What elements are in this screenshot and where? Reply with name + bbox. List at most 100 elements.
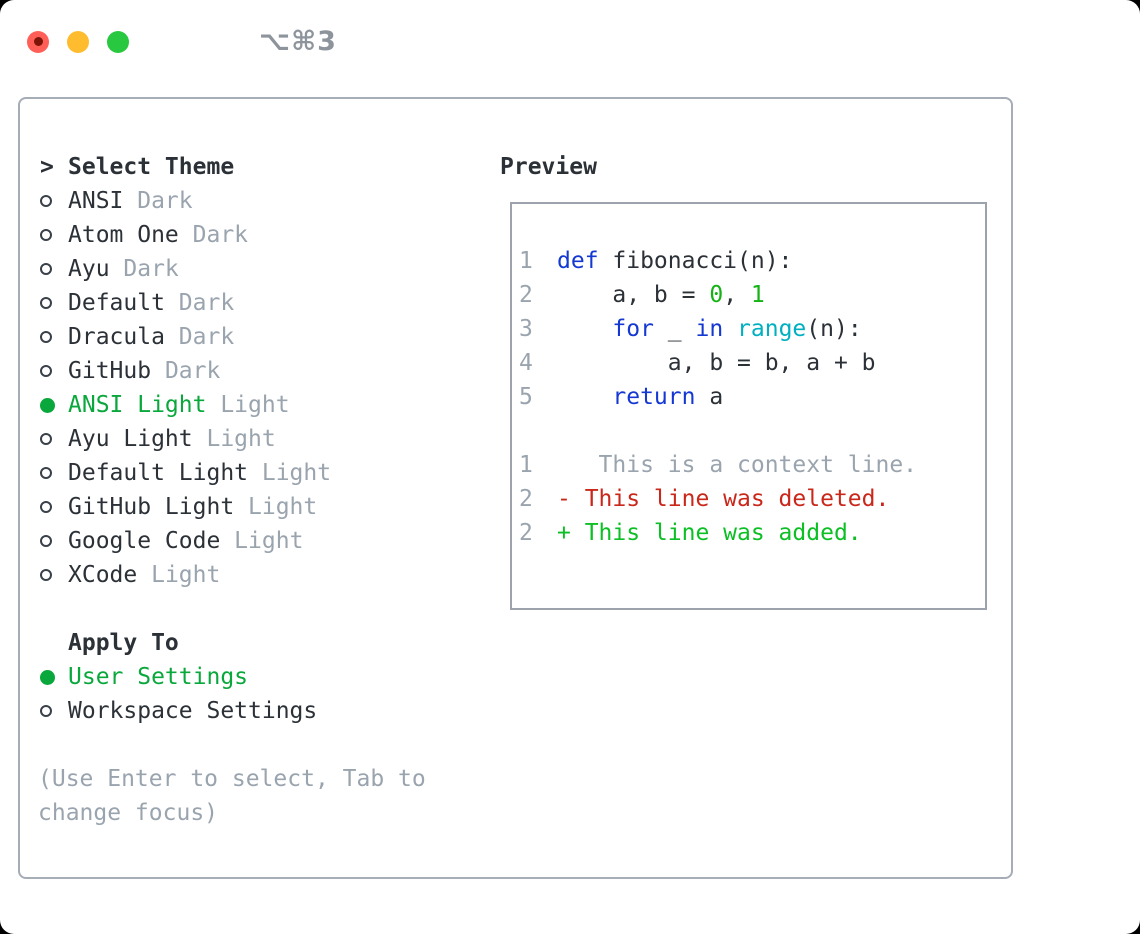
theme-list-title: Select Theme bbox=[68, 154, 235, 180]
preview-title-label: Preview bbox=[500, 154, 597, 180]
theme-option-tag: Light bbox=[234, 494, 318, 520]
theme-option-tag: Light bbox=[248, 460, 332, 486]
code-segment-plain: _ bbox=[653, 316, 696, 342]
line-number: 2 bbox=[519, 282, 533, 308]
radio-icon bbox=[40, 705, 52, 717]
help-line-2: change focus) bbox=[38, 800, 219, 826]
theme-option-name: GitHub bbox=[68, 358, 152, 384]
apply-to-option-label: Workspace Settings bbox=[68, 698, 318, 724]
unsaved-dot-icon bbox=[33, 37, 43, 46]
theme-option[interactable]: Default Light Light bbox=[40, 456, 426, 490]
minimize-button[interactable] bbox=[67, 30, 89, 53]
code-segment-kw: return bbox=[612, 384, 696, 410]
code-line: 2 a, b = 0, 1 bbox=[519, 278, 985, 312]
theme-option-name: XCode bbox=[68, 562, 138, 588]
theme-option-name: Default bbox=[68, 290, 165, 316]
theme-option[interactable]: XCode Light bbox=[40, 558, 426, 592]
code-segment-plain bbox=[723, 316, 737, 342]
code-segment-plain: a, b = bbox=[557, 282, 710, 308]
theme-option-name: Ayu bbox=[68, 256, 110, 282]
code-segment-ctx: This is a context line. bbox=[557, 452, 918, 478]
code-segment-plain bbox=[557, 384, 612, 410]
theme-option-name: ANSI Light bbox=[68, 392, 207, 418]
theme-option-tag: Dark bbox=[123, 188, 193, 214]
preview-title: Preview bbox=[500, 150, 597, 184]
diff-line: 2- This line was deleted. bbox=[519, 482, 985, 516]
code-segment-num: 1 bbox=[750, 282, 765, 308]
code-segment-plain: (n): bbox=[806, 316, 862, 342]
code-segment-plain: a bbox=[695, 384, 724, 410]
theme-option-name: GitHub Light bbox=[68, 494, 235, 520]
theme-option-tag: Dark bbox=[164, 290, 235, 316]
radio-icon bbox=[40, 229, 52, 241]
radio-icon bbox=[40, 331, 52, 343]
line-number: 3 bbox=[519, 316, 533, 342]
apply-to-header: Apply To bbox=[40, 626, 426, 660]
code-segment-kw: in bbox=[695, 316, 724, 342]
radio-icon bbox=[40, 535, 52, 547]
theme-option-tag: Light bbox=[220, 528, 304, 554]
apply-to-option-label: User Settings bbox=[68, 664, 249, 690]
window-shortcut-label: ⌥⌘3 bbox=[259, 26, 337, 57]
code-segment-plain: , bbox=[723, 282, 751, 308]
line-number: 1 bbox=[519, 452, 533, 478]
theme-option-name: Atom One bbox=[68, 222, 179, 248]
code-line: 5 return a bbox=[519, 380, 985, 414]
theme-option[interactable]: Default Dark bbox=[40, 286, 426, 320]
maximize-button[interactable] bbox=[107, 30, 129, 53]
theme-option[interactable]: GitHub Light Light bbox=[40, 490, 426, 524]
theme-option[interactable]: ANSI Light Light bbox=[40, 388, 426, 422]
theme-option-name: Default Light bbox=[68, 460, 249, 486]
line-number: 5 bbox=[519, 384, 533, 410]
code-segment-add: + This line was added. bbox=[557, 520, 862, 546]
radio-icon bbox=[40, 467, 52, 479]
diff-line: 2+ This line was added. bbox=[519, 516, 985, 550]
radio-icon bbox=[40, 297, 52, 309]
cursor-icon: > bbox=[40, 154, 54, 180]
close-button[interactable] bbox=[27, 30, 49, 53]
radio-icon bbox=[40, 263, 52, 275]
theme-option[interactable]: Ayu Light Light bbox=[40, 422, 426, 456]
code-segment-plain: fibonacci(n): bbox=[598, 248, 793, 274]
selected-radio-icon bbox=[40, 669, 55, 685]
apply-to-title: Apply To bbox=[68, 630, 179, 656]
theme-option-tag: Dark bbox=[151, 358, 221, 384]
section-spacer bbox=[40, 592, 426, 626]
theme-option[interactable]: Dracula Dark bbox=[40, 320, 426, 354]
theme-option-name: Ayu Light bbox=[68, 426, 193, 452]
theme-option-name: Dracula bbox=[68, 324, 165, 350]
radio-icon bbox=[40, 433, 52, 445]
theme-option-tag: Dark bbox=[178, 222, 249, 248]
help-line-1: (Use Enter to select, Tab to bbox=[38, 766, 426, 792]
theme-option-tag: Light bbox=[192, 426, 276, 452]
apply-to-option[interactable]: User Settings bbox=[40, 660, 426, 694]
apply-to-option[interactable]: Workspace Settings bbox=[40, 694, 426, 728]
theme-option[interactable]: GitHub Dark bbox=[40, 354, 426, 388]
line-number: 1 bbox=[519, 248, 533, 274]
theme-option[interactable]: Atom One Dark bbox=[40, 218, 426, 252]
theme-option[interactable]: Ayu Dark bbox=[40, 252, 426, 286]
code-segment-fn: range bbox=[737, 316, 807, 342]
code-line: 1 def fibonacci(n): bbox=[519, 244, 985, 278]
theme-option[interactable]: ANSI Dark bbox=[40, 184, 426, 218]
line-number: 2 bbox=[519, 486, 533, 512]
theme-option-name: ANSI bbox=[68, 188, 124, 214]
code-line: 4 a, b = b, a + b bbox=[519, 346, 985, 380]
radio-icon bbox=[40, 501, 52, 513]
theme-option-name: Google Code bbox=[68, 528, 221, 554]
code-segment-kw: def bbox=[557, 248, 599, 274]
theme-option-tag: Light bbox=[137, 562, 221, 588]
radio-icon bbox=[40, 569, 52, 581]
window-titlebar: ⌥⌘3 bbox=[27, 26, 337, 57]
help-text: (Use Enter to select, Tab to change focu… bbox=[38, 762, 426, 830]
theme-list-header: > Select Theme bbox=[40, 150, 426, 184]
theme-option[interactable]: Google Code Light bbox=[40, 524, 426, 558]
theme-option-tag: Dark bbox=[164, 324, 235, 350]
